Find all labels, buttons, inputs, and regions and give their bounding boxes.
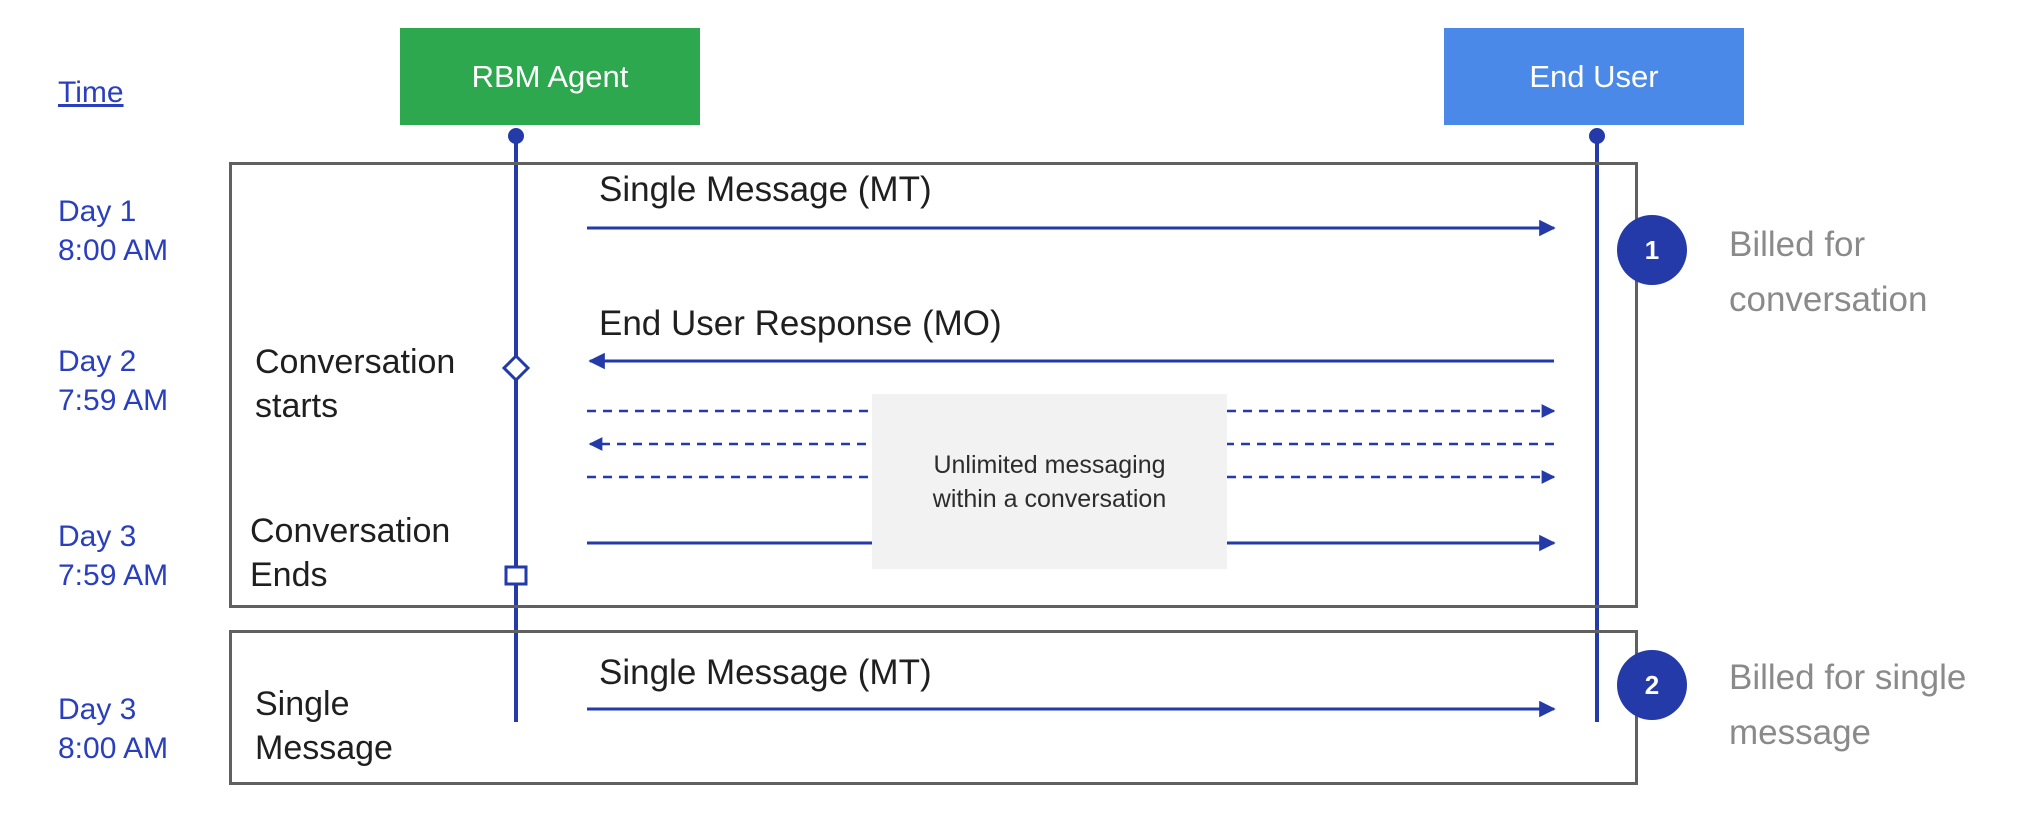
rbm-agent-label: RBM Agent: [471, 58, 629, 94]
time-day3-800: Day 3 8:00 AM: [58, 693, 169, 765]
unlimited-messaging-note: Unlimited messaging within a conversatio…: [872, 394, 1227, 569]
user-lifeline-dot: [1589, 128, 1605, 144]
single-message-label: Single Message: [255, 685, 393, 767]
agent-lifeline-dot: [508, 128, 524, 144]
mt-label-2: Single Message (MT): [599, 653, 932, 692]
conversation-ends-label: Conversation Ends: [250, 512, 451, 594]
mt-label-1: Single Message (MT): [599, 170, 932, 209]
end-user-label: End User: [1529, 58, 1659, 94]
conversation-start-marker: [501, 353, 531, 383]
conversation-box: [229, 162, 1638, 608]
billing-label-single-message: Billed for single message: [1729, 658, 1967, 752]
billing-badge-1: 1: [1617, 215, 1687, 285]
billing-badge-2: 2: [1617, 650, 1687, 720]
end-user-actor: End User: [1444, 28, 1744, 125]
time-day3-759: Day 3 7:59 AM: [58, 520, 169, 592]
conversation-end-marker: [504, 565, 528, 586]
mo-label: End User Response (MO): [599, 304, 1002, 343]
billing-label-conversation: Billed for conversation: [1729, 225, 1928, 319]
time-header[interactable]: Time: [58, 76, 124, 109]
single-message-box: [229, 630, 1638, 785]
time-day1-800: Day 1 8:00 AM: [58, 195, 169, 267]
conversation-starts-label: Conversation starts: [255, 343, 456, 425]
time-day2-759: Day 2 7:59 AM: [58, 345, 169, 417]
rbm-agent-actor: RBM Agent: [400, 28, 700, 125]
